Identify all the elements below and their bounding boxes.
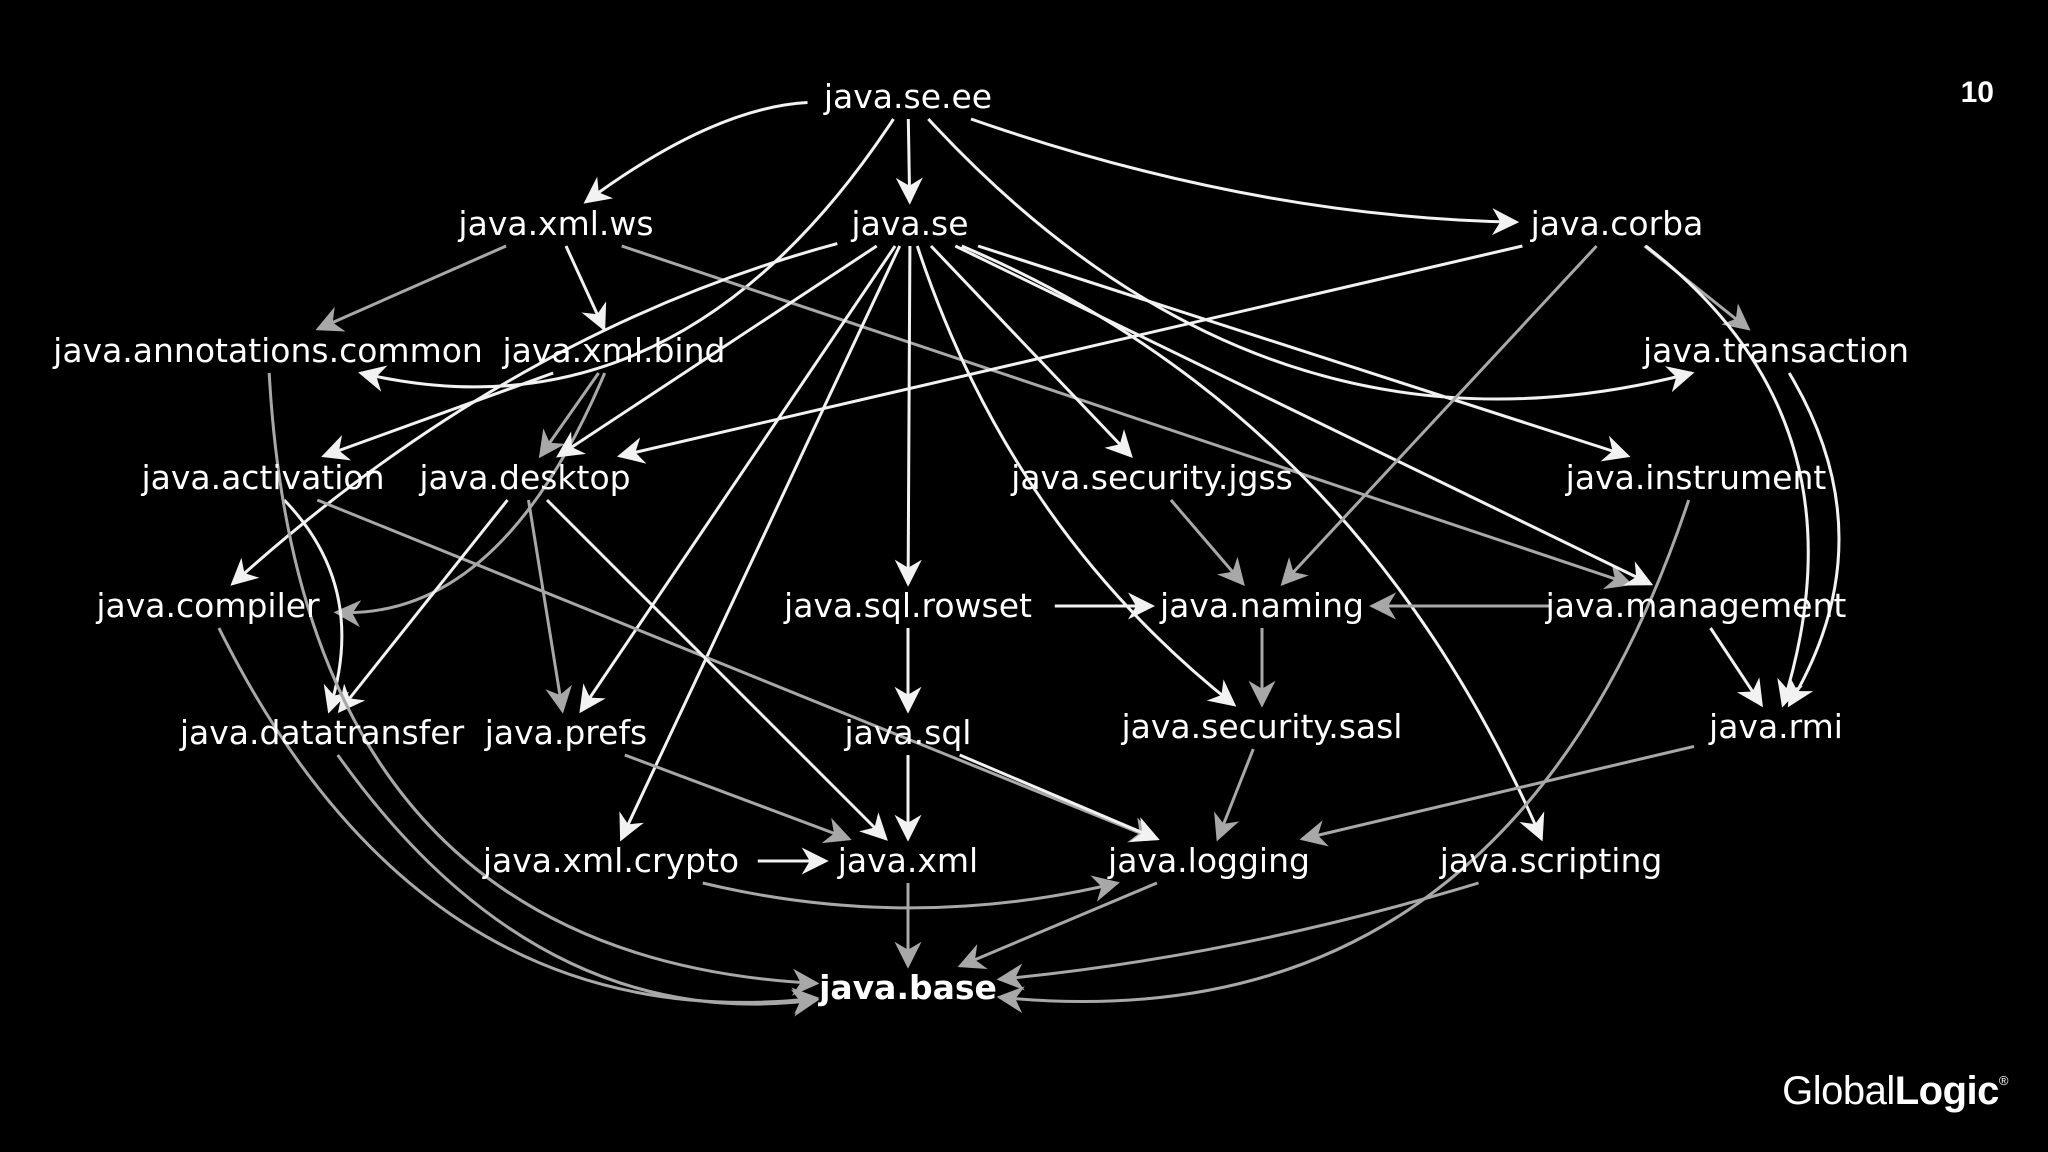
edge-java-corba-to-java-desktop: [616, 244, 1523, 464]
edge-java-xml-ws-to-java-annotations-common: [315, 244, 507, 332]
node-java-instrument: java.instrument: [1565, 458, 1827, 497]
edge-java-scripting-to-java-base: [996, 881, 1479, 991]
node-java-logging: java.logging: [1107, 841, 1310, 880]
edge-java-annotations-common-to-java-base: [267, 372, 820, 996]
edge-java-se-ee-to-java-annotations-common: [358, 118, 895, 392]
edge-java-se-to-java-desktop: [556, 244, 878, 458]
edge-java-sql-to-java-logging: [959, 753, 1160, 842]
edge-java-xml-ws-to-java-management: [621, 244, 1633, 590]
node-java-se-ee: java.se.ee: [823, 77, 992, 116]
node-java-sql: java.sql: [844, 713, 972, 752]
edge-java-activation-to-java-datatransfer: [283, 498, 350, 714]
node-java-xml-crypto: java.xml.crypto: [482, 841, 739, 880]
edge-java-xml-bind-to-java-desktop: [538, 372, 600, 459]
edge-java-se-to-java-scripting: [961, 244, 1545, 842]
node-java-naming: java.naming: [1159, 586, 1364, 625]
node-java-scripting: java.scripting: [1439, 841, 1663, 880]
slide-number: 10: [1960, 76, 1994, 109]
edge-java-se-to-java-sql-rowset: [894, 245, 922, 587]
edge-java-se-to-java-instrument: [977, 244, 1631, 462]
edge-java-se-to-java-security-sasl: [915, 245, 1237, 707]
edge-java-datatransfer-to-java-base: [336, 754, 820, 1017]
edge-java-xml-bind-to-java-activation: [321, 371, 554, 461]
edge-java-xml-crypto-to-java-logging: [702, 875, 1120, 910]
node-java-rmi: java.rmi: [1708, 707, 1843, 746]
edge-java-instrument-to-java-base: [996, 499, 1691, 1014]
edge-java-xml-ws-to-java-xml-bind: [564, 245, 607, 332]
edge-java-desktop-to-java-prefs: [527, 499, 572, 714]
nodes: java.se.ee java.xml.ws java.se java.corba ja…: [52, 77, 1909, 1007]
edge-java-activation-to-java-logging: [316, 498, 1158, 843]
node-java-prefs: java.prefs: [484, 713, 648, 752]
node-java-security-jgss: java.security.jgss: [1010, 458, 1293, 497]
edge-java-se-to-java-management: [954, 244, 1654, 586]
edge-java-compiler-to-java-base: [217, 627, 820, 1015]
edge-java-prefs-to-java-xml: [624, 753, 852, 844]
edge-java-security-sasl-to-java-logging: [1214, 748, 1255, 842]
logo-text-bold: Logic: [1894, 1069, 2000, 1113]
edge-java-se-ee-to-java-transaction: [927, 117, 1695, 401]
node-java-xml-bind: java.xml.bind: [502, 331, 726, 370]
node-java-management: java.management: [1545, 586, 1847, 625]
edge-java-security-jgss-to-java-naming: [1169, 499, 1245, 587]
node-java-annotations-common: java.annotations.common: [52, 331, 483, 370]
edge-java-logging-to-java-base: [957, 881, 1158, 969]
node-java-datatransfer: java.datatransfer: [179, 713, 465, 752]
node-java-corba: java.corba: [1530, 204, 1704, 243]
edge-java-corba-to-java-naming: [1280, 244, 1598, 586]
logo-text-light: Global: [1782, 1069, 1895, 1113]
edges: [217, 101, 1841, 1017]
node-java-transaction: java.transaction: [1642, 331, 1909, 370]
edge-java-desktop-to-java-xml: [545, 498, 888, 841]
node-java-compiler: java.compiler: [95, 586, 320, 625]
edge-java-se-to-java-compiler: [230, 242, 838, 586]
edge-java-rmi-to-java-logging: [1299, 744, 1695, 847]
node-java-base: java.base: [817, 968, 997, 1007]
edge-java-transaction-to-java-rmi: [1787, 372, 1841, 708]
node-java-se: java.se: [850, 204, 968, 243]
edge-java-se-ee-to-java-xml-ws: [583, 101, 808, 204]
edge-java-se-ee-to-java-corba: [970, 117, 1520, 236]
edge-java-management-to-java-rmi: [1709, 627, 1763, 708]
globallogic-logo: GlobalLogic®: [1782, 1069, 2008, 1114]
node-java-security-sasl: java.security.sasl: [1121, 707, 1403, 746]
edge-java-se-to-java-prefs: [579, 245, 897, 714]
edge-java-desktop-to-java-datatransfer: [337, 499, 509, 714]
node-java-activation: java.activation: [140, 458, 384, 497]
edge-java-corba-to-java-rmi: [1644, 244, 1810, 708]
node-java-sql-rowset: java.sql.rowset: [783, 586, 1032, 625]
edge-java-se-to-java-security-jgss: [929, 244, 1133, 458]
edge-java-se-ee-to-java-se: [895, 118, 923, 205]
node-java-xml: java.xml: [837, 841, 978, 880]
registered-mark: ®: [1998, 1073, 2009, 1088]
node-java-xml-ws: java.xml.ws: [457, 204, 653, 243]
edge-java-se-to-java-xml-crypto: [619, 245, 902, 842]
node-java-desktop: java.desktop: [418, 458, 630, 497]
